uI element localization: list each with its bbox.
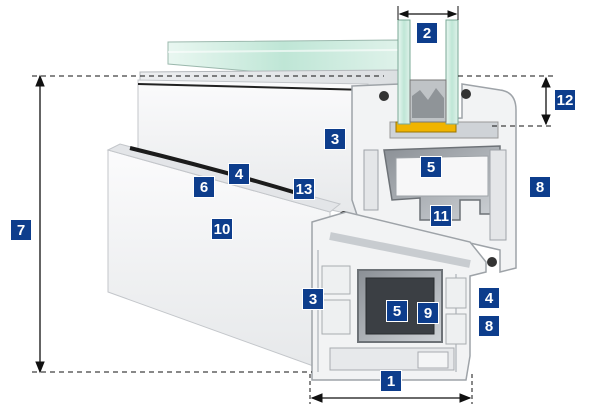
label-8-sash: 8: [529, 176, 551, 198]
label-4-sash: 4: [228, 163, 250, 185]
dimension-arrow-icon: [541, 114, 551, 126]
label-11: 11: [430, 205, 452, 227]
label-4-frame: 4: [478, 287, 500, 309]
dimension-arrow-icon: [447, 10, 458, 18]
label-12: 12: [554, 89, 576, 111]
dimension-lines: [32, 6, 554, 404]
label-10: 10: [211, 218, 233, 240]
frame-cross-section: [311, 211, 487, 381]
dimension-arrow-icon: [35, 361, 45, 374]
label-1: 1: [380, 370, 402, 392]
label-3-sash: 3: [324, 128, 346, 150]
label-13: 13: [293, 178, 315, 200]
dimension-arrow-icon: [35, 74, 45, 87]
label-5-frame: 5: [386, 300, 408, 322]
insulating-glass-unit: [397, 19, 459, 125]
label-5-sash: 5: [420, 156, 442, 178]
label-7: 7: [10, 219, 32, 241]
label-6: 6: [193, 176, 215, 198]
dimension-arrow-icon: [398, 10, 409, 18]
label-9: 9: [417, 302, 439, 324]
dimension-arrow-icon: [459, 393, 472, 403]
label-2: 2: [416, 22, 438, 44]
label-8-frame: 8: [478, 315, 500, 337]
dimension-arrow-icon: [541, 76, 551, 88]
label-3-frame: 3: [302, 288, 324, 310]
dimension-arrow-icon: [310, 393, 323, 403]
